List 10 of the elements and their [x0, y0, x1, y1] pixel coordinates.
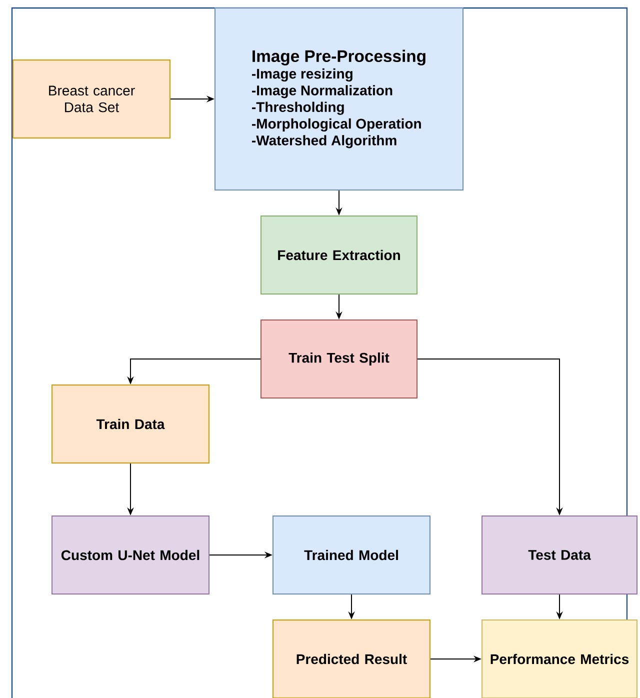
- process-box: Train Test Split: [260, 320, 418, 398]
- process-box: Custom U-Net Model: [52, 516, 210, 594]
- process-box: Test Data: [482, 516, 638, 594]
- data-box: Breast cancer Data Set: [12, 60, 170, 138]
- process-box: Predicted Result: [272, 620, 430, 698]
- process-box: Performance Metrics: [482, 620, 638, 698]
- process-box: Train Data: [52, 384, 210, 464]
- process-box: Trained Model: [272, 516, 430, 594]
- process-box: Image Pre-Processing -Image resizing -Image Normalization -Thresholding -Morphological Operation -Watershed Algorithm: [214, 8, 464, 190]
- process-box: Feature Extraction: [260, 216, 418, 294]
